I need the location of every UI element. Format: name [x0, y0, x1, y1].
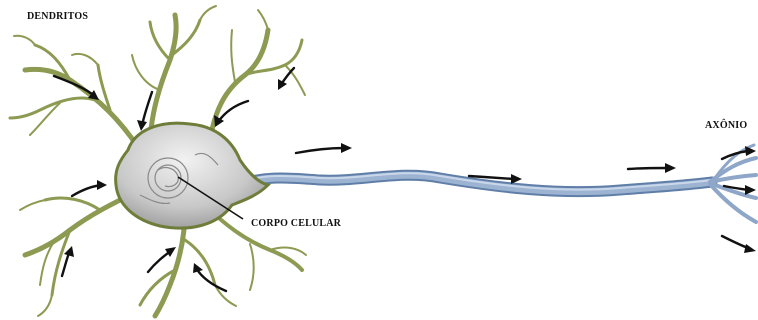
cell-body	[116, 123, 268, 228]
arrow-head-icon	[193, 263, 203, 273]
arrow-head-icon	[665, 163, 676, 173]
dendrite-lower-left	[25, 195, 130, 255]
arrow-icon	[628, 168, 668, 169]
arrow-head-icon	[341, 143, 352, 153]
arrow-icon	[722, 236, 748, 248]
arrow-head-icon	[64, 246, 74, 257]
arrow-head-icon	[97, 180, 107, 190]
arrow-head-icon	[744, 244, 756, 253]
arrow-icon	[296, 148, 344, 153]
label-axon: AXÔNIO	[705, 120, 747, 131]
arrow-head-icon	[511, 174, 522, 184]
arrow-head-icon	[745, 185, 756, 195]
arrow-icon	[54, 76, 96, 97]
label-dendrites: DENDRITOS	[27, 11, 88, 22]
label-cell-body: CORPO CELULAR	[251, 218, 341, 229]
